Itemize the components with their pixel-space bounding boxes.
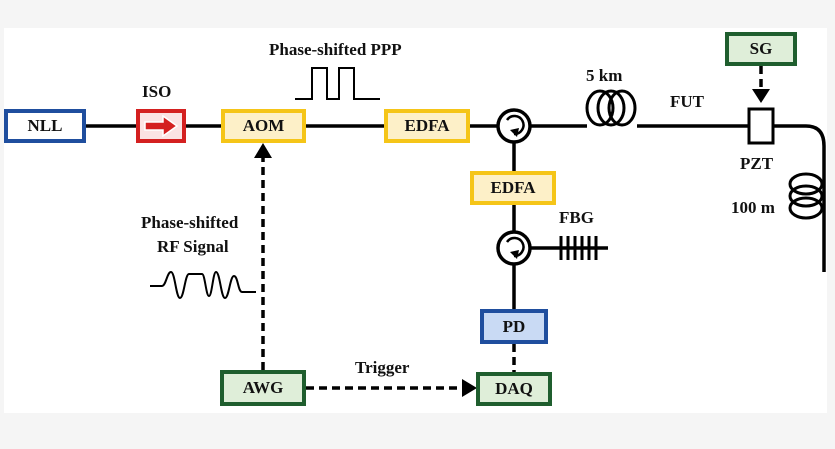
right-arrow-icon <box>144 115 179 137</box>
rf-waveform-icon <box>150 270 256 300</box>
fiber-pzt-loop <box>774 124 826 272</box>
fbg-label: FBG <box>559 208 594 227</box>
aom-arrowhead <box>254 143 272 158</box>
rf-signal-label-line1: Phase-shifted <box>141 213 239 232</box>
fiber-5km-label: 5 km <box>586 66 623 85</box>
aom-modulator: AOM <box>221 109 306 143</box>
pzt-label: PZT <box>740 154 774 173</box>
daq-arrowhead <box>462 379 477 397</box>
pulse-waveform-icon <box>295 67 380 100</box>
fut-label: FUT <box>670 92 704 111</box>
trigger-label: Trigger <box>355 358 410 377</box>
pd-photodetector: PD <box>480 309 548 344</box>
sg-arrowhead <box>752 89 770 103</box>
daq-acquisition: DAQ <box>476 372 552 406</box>
awg-waveform-generator: AWG <box>220 370 306 406</box>
fiber-100m-label: 100 m <box>731 198 775 217</box>
diagram-panel <box>4 28 827 413</box>
edfa-amplifier-main: EDFA <box>384 109 470 143</box>
edfa-amplifier-return: EDFA <box>470 171 556 205</box>
spool-100m-icon <box>788 172 824 220</box>
iso-isolator <box>136 109 186 143</box>
spool-5km-icon <box>585 89 637 127</box>
pzt-icon <box>747 107 775 145</box>
circulator-1-icon <box>496 108 532 144</box>
phase-shifted-ppp-label: Phase-shifted PPP <box>269 40 402 59</box>
circulator-2-icon <box>496 230 532 266</box>
iso-label: ISO <box>142 82 172 101</box>
rf-signal-label-line2: RF Signal <box>157 237 229 256</box>
nll-laser: NLL <box>4 109 86 143</box>
fbg-icon <box>559 236 598 260</box>
sg-signal-generator: SG <box>725 32 797 66</box>
